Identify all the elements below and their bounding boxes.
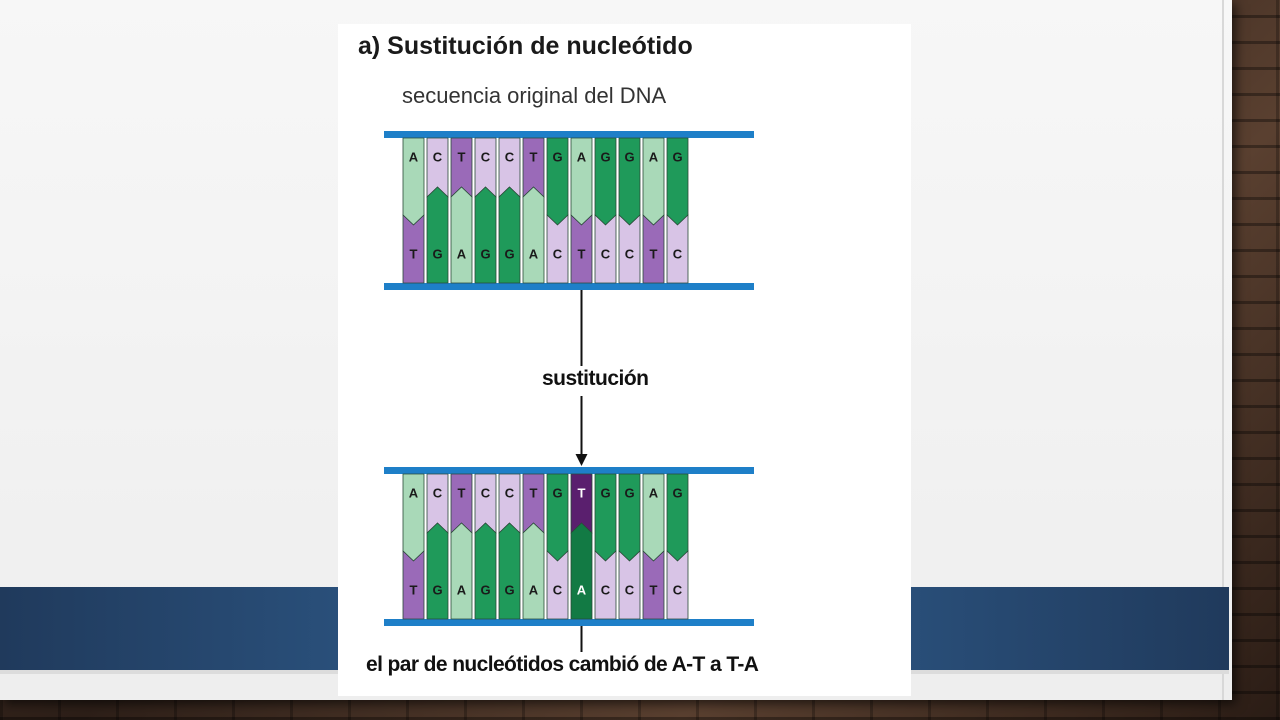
mutated-dna-bottom-base-5 <box>522 522 545 620</box>
mutated-dna-top-letter-4: C <box>505 485 515 500</box>
mutated-dna-bottom-letter-9: C <box>625 582 635 597</box>
dna-diagram: ATCGTACGCGTAGCATGCGCATGCATCGTACGCGTAGCTA… <box>384 131 754 652</box>
mutated-dna-bottom-letter-1: G <box>432 582 442 597</box>
mutation-type-label: sustitución <box>542 367 649 390</box>
original-dna-top-letter-9: G <box>624 149 634 164</box>
arrow-head <box>575 454 588 466</box>
mutated-dna-bottom-letter-6: C <box>553 582 563 597</box>
mutated-dna-bottom-base-10 <box>642 550 665 620</box>
mutated-dna-bottom-base-4 <box>498 522 521 620</box>
mutated-dna-top-letter-0: A <box>409 485 419 500</box>
original-dna-bottom-base-7 <box>570 214 593 284</box>
original-dna-bottom-base-2 <box>450 186 473 284</box>
mutated-dna-top-letter-8: G <box>600 485 610 500</box>
original-dna-bottom-letter-10: T <box>650 246 658 261</box>
mutated-dna-bottom-letter-2: A <box>457 582 467 597</box>
mutated-dna-bottom-letter-3: G <box>480 582 490 597</box>
mutated-dna-bottom-base-1 <box>426 522 449 620</box>
original-dna-top-letter-7: A <box>577 149 587 164</box>
mutated-dna-bottom-letter-0: T <box>410 582 418 597</box>
mutated-dna-bottom-base-3 <box>474 522 497 620</box>
original-dna-bottom-letter-7: T <box>578 246 586 261</box>
mutated-dna-bottom-backbone <box>384 619 754 626</box>
mutated-dna-bottom-base-7 <box>570 522 593 620</box>
original-dna-top-letter-10: A <box>649 149 659 164</box>
original-dna-bottom-base-9 <box>618 214 641 284</box>
original-dna-top-letter-2: T <box>458 149 466 164</box>
original-dna-bottom-letter-1: G <box>432 246 442 261</box>
mutated-dna-bottom-letter-7: A <box>577 582 587 597</box>
original-dna-top-letter-5: T <box>530 149 538 164</box>
mutated-dna-bottom-base-0 <box>402 550 425 620</box>
mutated-dna-bottom-letter-11: C <box>673 582 683 597</box>
original-dna-bottom-base-11 <box>666 214 689 284</box>
figure-subtitle: secuencia original del DNA <box>402 83 667 108</box>
mutated-dna-bottom-base-8 <box>594 550 617 620</box>
original-dna-top-letter-11: G <box>672 149 682 164</box>
mutated-dna-top-letter-7: T <box>578 485 586 500</box>
original-dna-bottom-base-10 <box>642 214 665 284</box>
original-dna-top-backbone <box>384 131 754 138</box>
mutated-dna-top-letter-10: A <box>649 485 659 500</box>
mutated-dna-top-letter-6: G <box>552 485 562 500</box>
mutated-dna-top-letter-2: T <box>458 485 466 500</box>
figure-title: a) Sustitución de nucleótido <box>358 32 693 60</box>
original-dna-top-letter-8: G <box>600 149 610 164</box>
original-dna-bottom-letter-4: G <box>504 246 514 261</box>
original-dna-bottom-letter-11: C <box>673 246 683 261</box>
mutated-dna-bottom-letter-10: T <box>650 582 658 597</box>
original-dna-bottom-base-5 <box>522 186 545 284</box>
original-dna-top-letter-4: C <box>505 149 515 164</box>
mutated-dna-bottom-letter-8: C <box>601 582 611 597</box>
mutated-dna-top-letter-1: C <box>433 485 443 500</box>
mutated-dna-top-letter-9: G <box>624 485 634 500</box>
original-dna-bottom-backbone <box>384 283 754 290</box>
original-dna-top-letter-1: C <box>433 149 443 164</box>
change-caption: el par de nucleótidos cambió de A-T a T-… <box>366 653 759 676</box>
original-dna-bottom-letter-5: A <box>529 246 539 261</box>
original-dna-bottom-base-3 <box>474 186 497 284</box>
mutated-dna-top-backbone <box>384 467 754 474</box>
original-dna-bottom-letter-9: C <box>625 246 635 261</box>
mutated-dna-top-letter-11: G <box>672 485 682 500</box>
original-dna-bottom-letter-6: C <box>553 246 563 261</box>
original-dna-top-letter-0: A <box>409 149 419 164</box>
mutated-dna-bottom-base-9 <box>618 550 641 620</box>
original-dna-bottom-letter-0: T <box>410 246 418 261</box>
original-dna-bottom-base-0 <box>402 214 425 284</box>
original-dna-bottom-letter-8: C <box>601 246 611 261</box>
original-dna-bottom-base-6 <box>546 214 569 284</box>
mutated-dna-bottom-letter-4: G <box>504 582 514 597</box>
mutated-dna-top-letter-5: T <box>530 485 538 500</box>
original-dna-bottom-base-8 <box>594 214 617 284</box>
original-dna-bottom-letter-2: A <box>457 246 467 261</box>
original-dna-bottom-letter-3: G <box>480 246 490 261</box>
mutated-dna-bottom-base-11 <box>666 550 689 620</box>
mutated-dna-bottom-base-6 <box>546 550 569 620</box>
mutated-dna-bottom-letter-5: A <box>529 582 539 597</box>
mutated-dna-bottom-base-2 <box>450 522 473 620</box>
original-dna-top-letter-6: G <box>552 149 562 164</box>
original-dna-bottom-base-1 <box>426 186 449 284</box>
original-dna-bottom-base-4 <box>498 186 521 284</box>
original-dna-top-letter-3: C <box>481 149 491 164</box>
mutated-dna-top-letter-3: C <box>481 485 491 500</box>
